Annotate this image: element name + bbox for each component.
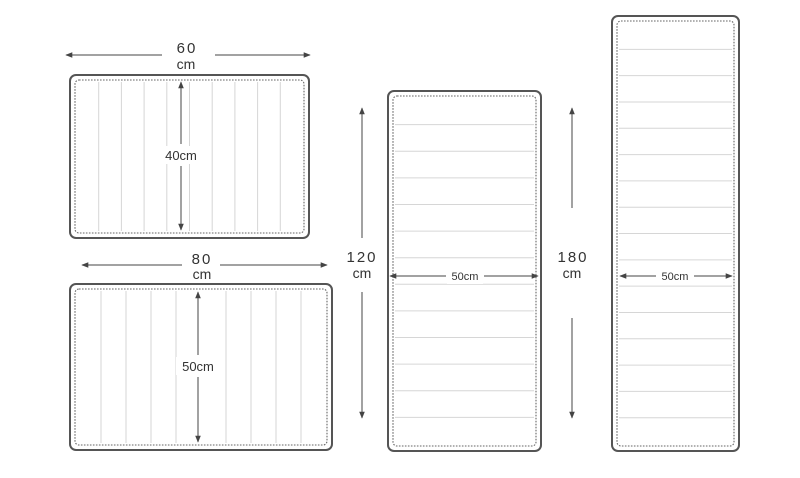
- mat-80x50: 80 cm 50cm: [69, 251, 333, 451]
- mat-60x40-slats: [98, 82, 281, 231]
- mat-60x40: 60 cm 40cm: [65, 40, 311, 239]
- width-unit: cm: [193, 266, 212, 282]
- width-label: 50cm: [452, 271, 479, 283]
- height-label: 50cm: [182, 359, 214, 374]
- width-unit: cm: [177, 56, 196, 72]
- mat-50x180: 180 cm 50cm: [557, 15, 740, 452]
- height-label: 40cm: [165, 148, 197, 163]
- mat-50x180-slats: [619, 48, 732, 419]
- mat-50x120-stitching: [392, 95, 537, 447]
- width-label: 80: [192, 251, 213, 268]
- width-label: 50cm: [662, 271, 689, 283]
- height-unit: cm: [563, 265, 582, 281]
- mat-50x120: 120 cm 50cm: [346, 90, 542, 452]
- height-label: 120: [346, 249, 377, 266]
- height-label: 180: [557, 249, 588, 266]
- mat-50x180-stitching: [616, 20, 735, 447]
- height-unit: cm: [353, 265, 372, 281]
- mat-50x120-slats: [395, 124, 534, 418]
- mat-80x50-stitching: [74, 288, 328, 446]
- width-label: 60: [177, 40, 198, 57]
